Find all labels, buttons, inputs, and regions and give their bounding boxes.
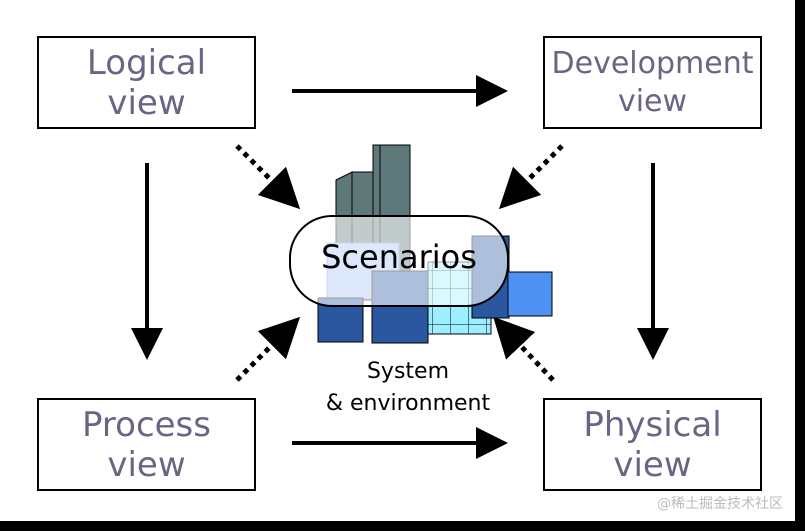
development-view-line1: Development xyxy=(551,45,754,81)
scenarios-pill xyxy=(289,215,509,307)
logical-view-box: Logical view xyxy=(37,36,256,129)
physical-view-line1: Physical xyxy=(583,404,722,445)
development-view-box: Development view xyxy=(543,36,762,129)
physical-view-box: Physical view xyxy=(543,398,762,491)
dotted-arrow-process xyxy=(235,316,301,382)
caption-line2: & environment xyxy=(325,391,491,416)
diagram-canvas: Logical view Development view Process vi… xyxy=(0,0,795,521)
dotted-arrow-physical xyxy=(493,316,555,382)
process-view-line2: view xyxy=(107,444,186,485)
caption-line1: System xyxy=(366,359,450,384)
diagram-graphics xyxy=(131,75,669,459)
logical-view-line2: view xyxy=(107,82,186,123)
process-view-line1: Process xyxy=(82,404,211,445)
system-environment-caption: System & environment xyxy=(308,356,508,420)
dotted-arrow-development xyxy=(498,144,564,210)
development-view-line2: view xyxy=(617,83,688,119)
process-view-box: Process view xyxy=(37,398,256,491)
watermark: @稀土掘金技术社区 xyxy=(657,496,783,512)
logical-view-line1: Logical xyxy=(86,42,207,83)
dotted-arrow-logical xyxy=(235,144,301,210)
physical-view-line2: view xyxy=(613,444,692,485)
scenarios-label: Scenarios xyxy=(321,238,477,276)
